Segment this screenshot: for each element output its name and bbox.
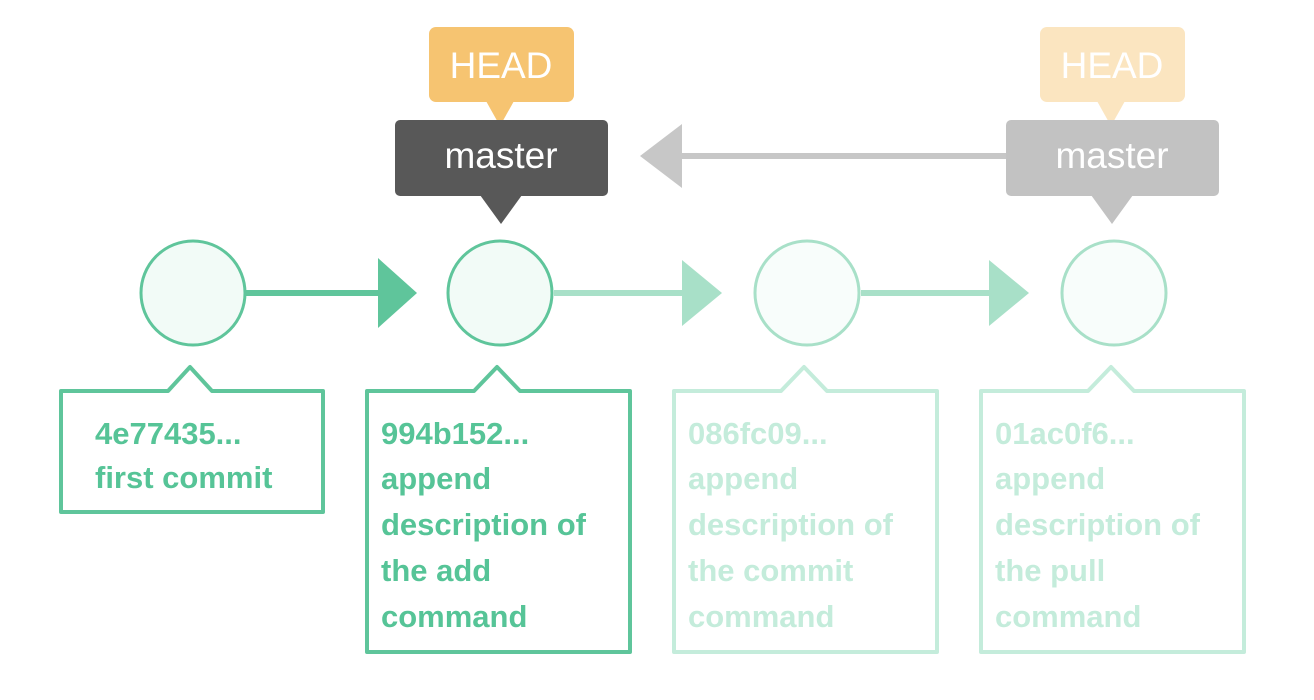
- previous-refs: HEAD master: [1006, 27, 1219, 224]
- commit-message-line: description of: [688, 507, 894, 542]
- master-label-previous: master: [1055, 135, 1168, 176]
- commit-callout-1: [59, 365, 325, 514]
- master-branch-tag: master: [395, 120, 608, 224]
- commit-link-2: [554, 260, 722, 326]
- commit-message-line: description of: [381, 507, 587, 542]
- commit-hash-3: 086fc09...: [688, 416, 828, 451]
- commit-node-2: [446, 239, 554, 347]
- commit-hash-4: 01ac0f6...: [995, 416, 1135, 451]
- master-branch-tag-previous: master: [1006, 120, 1219, 224]
- commit-message-line: command: [995, 599, 1141, 634]
- commit-message-line: command: [381, 599, 527, 634]
- commit-callout-3: [672, 365, 939, 654]
- commit-link-1: [246, 258, 417, 328]
- current-refs: HEAD master: [395, 27, 608, 224]
- head-tag-previous: HEAD: [1040, 27, 1185, 126]
- commit-callout-2: [365, 365, 632, 654]
- commit-hash-2: 994b152...: [381, 416, 529, 451]
- commit-nodes: [139, 239, 1168, 347]
- commit-message-line: append: [688, 461, 798, 496]
- commit-message-line: the add: [381, 553, 491, 588]
- commit-message-line: description of: [995, 507, 1201, 542]
- commit-hash-1: 4e77435...: [95, 416, 242, 451]
- head-label-previous: HEAD: [1061, 45, 1164, 86]
- branch-move-arrow: [640, 124, 1008, 188]
- head-label: HEAD: [450, 45, 553, 86]
- commit-message-line: the pull: [995, 553, 1105, 588]
- commit-link-3: [861, 260, 1029, 326]
- commit-node-4: [1060, 239, 1168, 347]
- commit-node-3: [753, 239, 861, 347]
- commit-node-1: [139, 239, 247, 347]
- head-tag: HEAD: [429, 27, 574, 126]
- commit-texts: 4e77435... first commit 994b152... appen…: [95, 416, 1201, 634]
- master-label: master: [444, 135, 557, 176]
- commit-message-line: command: [688, 599, 834, 634]
- commit-message-line: append: [381, 461, 491, 496]
- commit-message-line: append: [995, 461, 1105, 496]
- commit-message-line: the commit: [688, 553, 853, 588]
- commit-callout-4: [979, 365, 1246, 654]
- commit-links: [246, 258, 1029, 328]
- commit-callouts: [59, 365, 1246, 654]
- commit-message-line: first commit: [95, 460, 272, 495]
